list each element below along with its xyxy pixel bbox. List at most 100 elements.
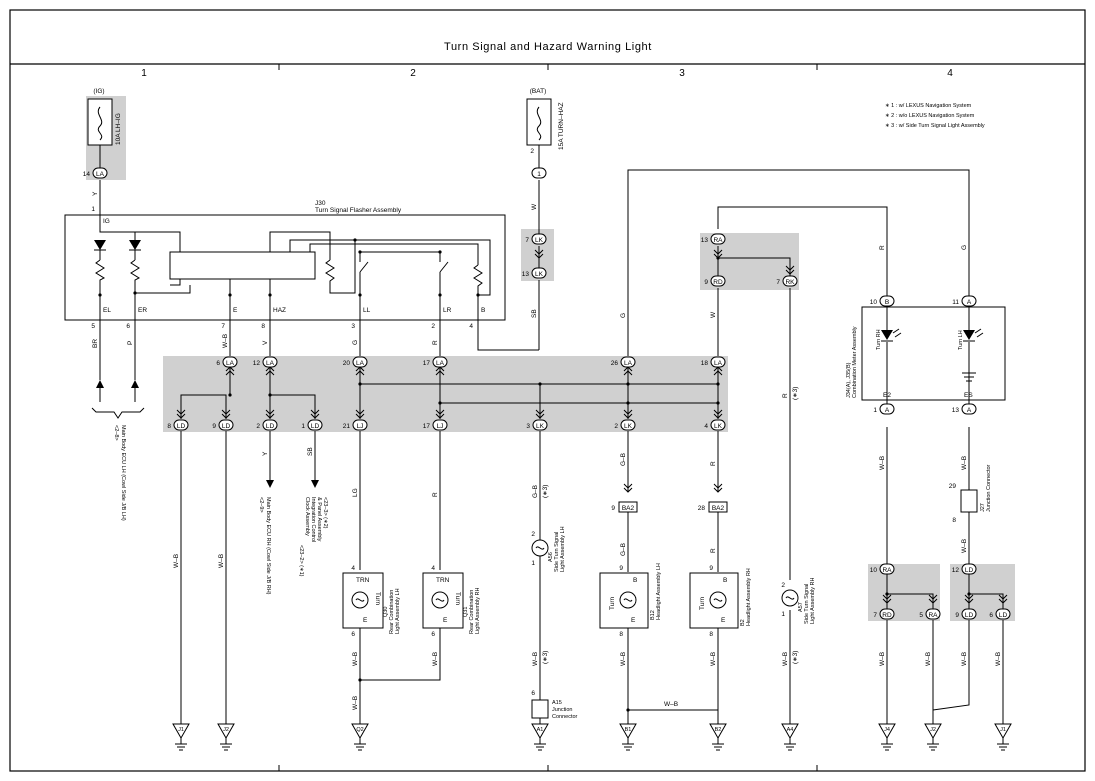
wire-wb-a56: W–B [532,652,539,666]
svg-text:17: 17 [423,360,431,367]
svg-text:Light Assembly LH: Light Assembly LH [560,526,566,572]
jb-bot-pin-ld1: LD 1 [301,419,323,431]
svg-text:13: 13 [522,271,530,278]
jb-bot-pin-ld9: LD9 [212,419,234,431]
svg-text:4: 4 [704,423,708,430]
clock-ref-3: <23–3> (∗2) [322,497,328,529]
svg-text:E: E [443,617,448,624]
svg-text:LD: LD [999,612,1008,619]
svg-text:8: 8 [167,423,171,430]
meter-pin-10b: B10 [870,295,895,307]
svg-text:TRN: TRN [356,577,370,584]
svg-text:RD: RD [713,279,723,286]
svg-text:Light Assembly LH: Light Assembly LH [395,588,401,634]
wire-wb-j2b: W–B [925,652,932,666]
j27-pin-bot: 8 [952,517,956,524]
ground-a1: A1 [531,723,549,751]
svg-text:12: 12 [952,567,960,574]
svg-text:Turn: Turn [454,592,461,606]
jb-top-pin-6: LA6 [216,356,238,368]
note-1: ∗ 1 : w/ LEXUS Navigation System [885,103,972,109]
column-label-2: 2 [410,68,416,79]
svg-text:17: 17 [423,423,431,430]
wire-wb-j1b: W–B [995,652,1002,666]
jb-bot-pin-lk2: LK2 [614,419,636,431]
flasher-name: Turn Signal Flasher Assembly [315,207,402,214]
meter-pin-11a: A11 [952,295,977,307]
wire-r-b2: R [710,548,717,553]
a15-id: A15 [552,700,562,706]
pin-lk-13: LK 13 [522,267,547,279]
ecu-lh-brace [91,407,145,419]
svg-text:B12: B12 [650,610,656,620]
bottom-jb2-left-pin: LD9 [955,608,977,620]
svg-text:12: 12 [253,360,261,367]
ground-j4: J4 [878,723,896,751]
column-label-4: 4 [947,68,953,79]
a15-connector [531,699,549,719]
ground-j2-right: J2 [924,723,942,751]
flasher-pin-4: 4 [469,323,473,330]
flasher-internals [95,215,491,321]
svg-text:LD: LD [177,423,186,430]
flasher-diode-er [129,240,141,250]
svg-text:1: 1 [301,423,305,430]
flasher-term-lr: LR [443,307,452,314]
wire-wb-a57: W–B [782,652,789,666]
fuse-ig-name: 10A LH–IG [115,113,122,145]
svg-text:Side Turn Signal: Side Turn Signal [554,532,560,572]
svg-text:Turn: Turn [699,596,706,610]
svg-text:LA: LA [356,360,365,367]
svg-text:A4: A4 [787,727,794,733]
svg-text:Q31: Q31 [463,607,469,617]
svg-text:Q30: Q30 [383,607,389,617]
pin-lk-7: LK 7 [525,233,547,245]
bottom-jb1-left-pin: RD7 [873,608,895,620]
svg-text:Rear Combination: Rear Combination [389,590,395,634]
note-3: ∗ 3 : w/ Side Turn Signal Light Assembly [885,123,985,129]
svg-text:E: E [631,617,636,624]
j27-pin-top: 29 [949,483,957,490]
jb-bot-pin-ld8: LD 8 [167,419,189,431]
ground-q2: Q2 [351,723,369,751]
svg-text:5: 5 [919,612,923,619]
flasher-term-haz: HAZ [273,307,286,314]
flasher-diode-el [94,240,106,250]
svg-text:2: 2 [256,423,260,430]
svg-text:LA: LA [266,360,275,367]
j27-connector [960,489,978,513]
note-2: ∗ 2 : w/o LEXUS Navigation System [885,113,975,119]
svg-text:8: 8 [619,631,623,638]
wire-r-lj17: R [432,492,439,497]
svg-text:RD: RD [882,612,892,619]
ecu-rh-ref: <2–9> [258,497,264,513]
svg-text:9: 9 [704,279,708,286]
wire-wb-j4: W–B [879,652,886,666]
svg-text:B: B [723,577,727,584]
svg-text:RK: RK [785,279,795,286]
svg-text:J1: J1 [178,727,184,733]
svg-text:LD: LD [222,423,231,430]
svg-text:2: 2 [531,531,535,538]
svg-text:LD: LD [311,423,320,430]
svg-text:B2: B2 [740,619,746,626]
combination-meter [861,306,1006,401]
column-label-3: 3 [679,68,685,79]
svg-text:LJ: LJ [357,423,364,430]
flasher-term-er: ER [138,307,147,314]
ground-b2: B2 [709,723,727,751]
fuse-bat-source: (BAT) [530,88,547,95]
bottom-jb1-right-pin: RA5 [919,608,941,620]
svg-text:14: 14 [83,171,91,178]
a15-name-2: Connector [552,714,578,720]
j27-id: J27 [980,503,986,512]
arrows [96,380,319,488]
svg-text:Light Assembly RH: Light Assembly RH [475,588,481,634]
meter-e2: E2 [883,392,891,399]
svg-text:J1: J1 [1000,727,1006,733]
svg-text:BA2: BA2 [712,505,725,512]
